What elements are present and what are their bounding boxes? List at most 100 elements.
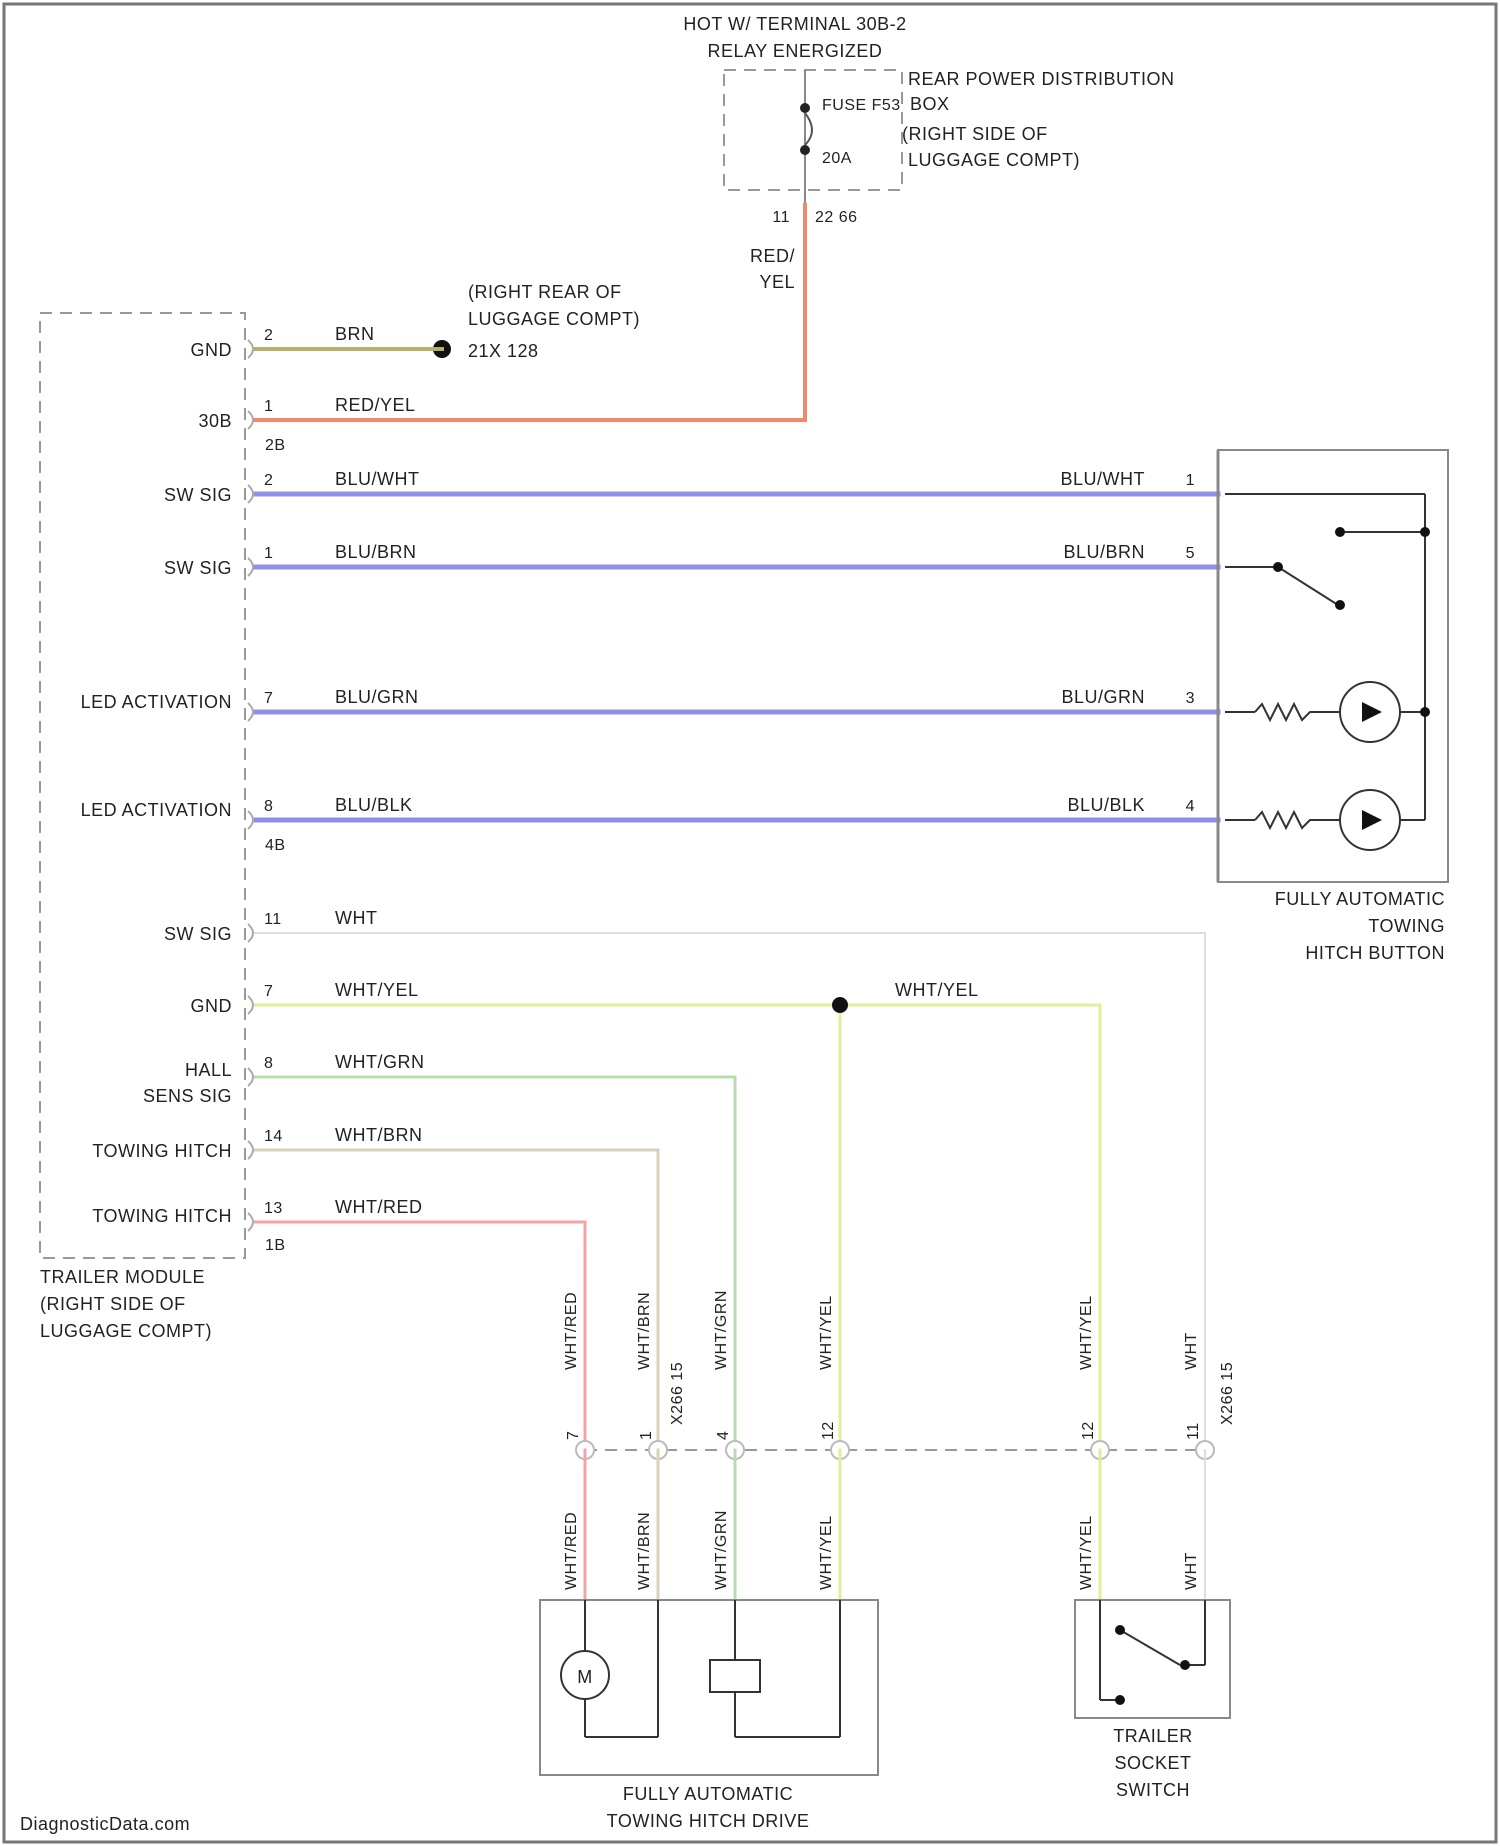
- socket-switch-internals: [1100, 1600, 1205, 1700]
- diagram-frame: [4, 4, 1496, 1842]
- ground-location-line-1: (RIGHT REAR OF: [468, 282, 622, 302]
- led-icon: [1362, 810, 1382, 830]
- button-pin: 4: [1186, 798, 1195, 815]
- circuit-label-towing-hitch-2: TOWING HITCH: [92, 1206, 232, 1226]
- module-pin: 2: [264, 472, 273, 489]
- module-pin: 13: [264, 1200, 283, 1217]
- module-connector-a: 2B: [265, 437, 286, 454]
- inline-pin: 4: [715, 1431, 732, 1440]
- socket-switch-line-2: SOCKET: [1114, 1753, 1191, 1773]
- circuit-label-towing-hitch-1: TOWING HITCH: [92, 1141, 232, 1161]
- power-connector: 22 66: [815, 209, 858, 226]
- hitch-button-internals: [1225, 494, 1425, 850]
- ground-location-line-2: LUGGAGE COMPT): [468, 309, 640, 329]
- circuit-label-sw-sig-1: SW SIG: [164, 485, 232, 505]
- wire-label: WHT/BRN: [335, 1125, 423, 1145]
- hitch-drive-line-1: FULLY AUTOMATIC: [623, 1784, 793, 1804]
- switch-pivot: [1273, 562, 1283, 572]
- vertical-wire-label: WHT/YEL: [818, 1295, 835, 1370]
- switch-contact: [1180, 1660, 1190, 1670]
- wire-label: BRN: [335, 324, 375, 344]
- wire-wht-brn: [255, 1150, 658, 1450]
- wire-wht-red: [255, 1222, 585, 1450]
- motor-icon: M: [577, 1667, 593, 1687]
- button-pin: 1: [1186, 472, 1195, 489]
- vertical-wire-label: WHT/YEL: [1078, 1515, 1095, 1590]
- hot-line-2: RELAY ENERGIZED: [708, 41, 883, 61]
- hitch-drive-line-2: TOWING HITCH DRIVE: [607, 1811, 810, 1831]
- wire-label: BLU/BLK: [335, 795, 413, 815]
- hitch-button-line-2: TOWING: [1368, 916, 1445, 936]
- circuit-label-hall-line-1: HALL: [185, 1060, 232, 1080]
- inline-pin: 7: [565, 1431, 582, 1440]
- vertical-wire-label: WHT/RED: [563, 1512, 580, 1590]
- vertical-wire-label: WHT: [1183, 1332, 1200, 1370]
- vertical-wire-label: WHT/BRN: [636, 1292, 653, 1370]
- power-wire-line-2: YEL: [759, 272, 795, 292]
- circuit-label-led-activation-1: LED ACTIVATION: [81, 692, 232, 712]
- wire-wht-grn: [255, 1077, 735, 1450]
- hitch-button-line-3: HITCH BUTTON: [1305, 943, 1445, 963]
- splice-wht-yel: [832, 997, 848, 1013]
- module-pin: 11: [264, 911, 282, 928]
- vertical-wire-label: WHT/BRN: [636, 1512, 653, 1590]
- module-connector-b: 4B: [265, 837, 286, 854]
- module-pin: 8: [264, 1055, 273, 1072]
- socket-switch-line-1: TRAILER: [1113, 1726, 1193, 1746]
- fuse-label: FUSE F53: [822, 97, 901, 114]
- wire-label: WHT/GRN: [335, 1052, 424, 1072]
- rpd-line-2: BOX: [910, 94, 950, 114]
- switch-contact: [1115, 1625, 1125, 1635]
- circuit-label-30b: 30B: [198, 411, 232, 431]
- rpd-line-1: REAR POWER DISTRIBUTION: [908, 69, 1175, 89]
- wire-label: BLU/BRN: [335, 542, 417, 562]
- inline-pin: 12: [820, 1421, 837, 1440]
- switch-contact: [1115, 1695, 1125, 1705]
- circuit-label-led-activation-2: LED ACTIVATION: [81, 800, 232, 820]
- inline-connector-pins: 7 1 4 12 12 11: [565, 1421, 1202, 1440]
- vertical-wire-label: WHT/YEL: [1078, 1295, 1095, 1370]
- far-wire-label: WHT/YEL: [895, 980, 979, 1000]
- power-wire-line-1: RED/: [750, 246, 795, 266]
- vertical-wire-label: WHT: [1183, 1552, 1200, 1590]
- wire-label: BLU/GRN: [335, 687, 419, 707]
- module-pin: 7: [264, 983, 273, 1000]
- vertical-wire-label: WHT/YEL: [818, 1515, 835, 1590]
- wire-label: RED/YEL: [335, 395, 416, 415]
- fuse-terminal-bottom: [800, 145, 810, 155]
- far-wire-label: BLU/BRN: [1063, 542, 1145, 562]
- vertical-wire-label: WHT/GRN: [713, 1290, 730, 1370]
- circuit-label-sw-sig-3: SW SIG: [164, 924, 232, 944]
- fuse-rating: 20A: [822, 150, 852, 167]
- module-connector-terminals: [248, 340, 253, 1231]
- rpd-line-4: LUGGAGE COMPT): [908, 150, 1080, 170]
- wire-label: WHT/YEL: [335, 980, 419, 1000]
- switch-contact: [1420, 527, 1430, 537]
- rpd-line-3: (RIGHT SIDE OF: [902, 124, 1048, 144]
- circuit-label-gnd-1: GND: [191, 340, 233, 360]
- ground-id: 21X 128: [468, 341, 539, 361]
- inline-pin: 12: [1080, 1421, 1097, 1440]
- led-junction: [1420, 707, 1430, 717]
- module-pin: 7: [264, 690, 273, 707]
- inline-connector-id-b: X266 15: [1219, 1362, 1236, 1425]
- trailer-module-line-1: TRAILER MODULE: [40, 1267, 205, 1287]
- module-pin: 8: [264, 798, 273, 815]
- power-pin: 11: [772, 209, 790, 226]
- hitch-drive-internals: [561, 1600, 840, 1737]
- circuit-label-gnd-2: GND: [191, 996, 233, 1016]
- module-pin: 2: [264, 327, 273, 344]
- circuit-label-sw-sig-2: SW SIG: [164, 558, 232, 578]
- module-pin: 1: [264, 545, 273, 562]
- hitch-button-line-1: FULLY AUTOMATIC: [1275, 889, 1445, 909]
- far-wire-label: BLU/BLK: [1067, 795, 1145, 815]
- wire-label: WHT: [335, 908, 377, 928]
- socket-switch-box: [1075, 1600, 1230, 1718]
- inline-pin: 1: [638, 1431, 655, 1440]
- vertical-wire-label: WHT/GRN: [713, 1510, 730, 1590]
- circuit-label-hall-line-2: SENS SIG: [143, 1086, 232, 1106]
- footer-credit: DiagnosticData.com: [20, 1814, 190, 1834]
- button-pin: 5: [1186, 545, 1195, 562]
- module-pin: 14: [264, 1128, 283, 1145]
